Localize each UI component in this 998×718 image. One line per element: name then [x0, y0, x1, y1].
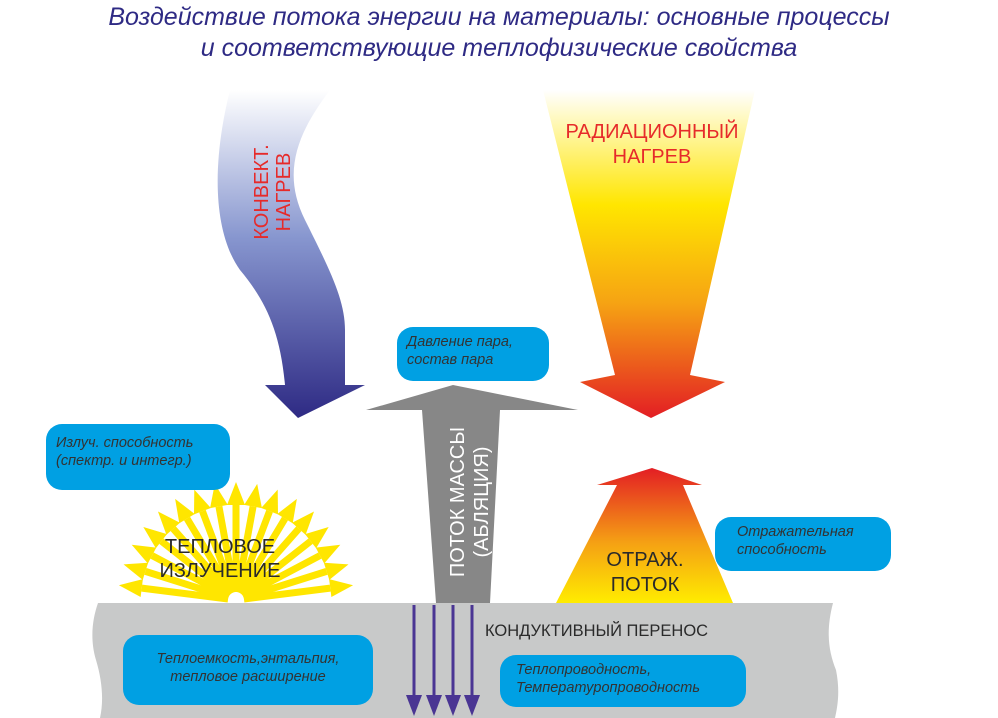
- reflectivity-line-1: Отражательная: [737, 524, 854, 540]
- radiation-ray: [233, 505, 257, 593]
- radiation-ray: [144, 568, 230, 601]
- reflected-flux-line-2: ПОТОК: [610, 574, 680, 596]
- radiation-ray-head: [194, 489, 211, 515]
- radiation-ray: [215, 505, 239, 593]
- conductivity-line-2: Температуропроводность: [516, 680, 700, 696]
- thermal-radiation-line-2: ИЗЛУЧЕНИЕ: [159, 560, 281, 582]
- radiation-ray: [150, 552, 231, 600]
- mass-flow-arrow: [366, 385, 578, 603]
- radiation-ray-head: [131, 544, 157, 564]
- convective-heating-arrow: [217, 90, 365, 418]
- vapor-properties-line-2: состав пара: [407, 352, 494, 368]
- radiation-ray-head: [227, 482, 245, 505]
- heat-capacity-line-1: Теплоемкость,энтальпия,: [156, 651, 340, 667]
- radiation-ray: [235, 509, 273, 594]
- diagram-title-line-1: Воздействие потока энергии на материалы:…: [108, 3, 890, 31]
- radiation-ray: [238, 526, 302, 597]
- radiation-ray-head: [277, 498, 297, 524]
- vapor-properties-bubble: Давление пара, состав пара: [397, 327, 549, 381]
- radiation-ray-head: [261, 489, 278, 515]
- radiative-heating-line-1: РАДИАЦИОННЫЙ: [565, 121, 739, 143]
- radiation-ray: [240, 538, 313, 598]
- mass-flow-line-2: (АБЛЯЦИЯ): [471, 446, 493, 558]
- radiation-ray: [141, 584, 229, 603]
- radiation-ray: [242, 568, 328, 601]
- heat-capacity-line-2: тепловое расширение: [170, 669, 326, 685]
- radiation-ray: [237, 516, 288, 595]
- vapor-properties-line-1: Давление пара,: [407, 334, 513, 350]
- emissivity-bubble: Излуч. способность (спектр. и интегр.): [46, 424, 230, 490]
- radiation-ray-head: [157, 511, 180, 535]
- conduction-arrow-head: [464, 695, 480, 716]
- reflected-flux-label: ОТРАЖ. ПОТОК: [585, 548, 705, 598]
- radiation-ray: [199, 509, 237, 594]
- conduction-arrows: [406, 605, 480, 716]
- radiation-ray-head: [175, 498, 195, 524]
- radiation-ray: [243, 584, 331, 603]
- convective-heating-label: КОНВЕКТ. НАГРЕВ: [251, 132, 295, 252]
- radiation-ray: [170, 526, 234, 597]
- conduction-arrow-head: [445, 695, 461, 716]
- conductivity-line-1: Теплопроводность,: [516, 662, 652, 678]
- heat-capacity-bubble: Теплоемкость,энтальпия, тепловое расшире…: [123, 635, 373, 705]
- conduction-arrow-head: [406, 695, 422, 716]
- radiation-ray-head: [329, 579, 354, 598]
- convective-heating-line-1: КОНВЕКТ.: [251, 144, 273, 240]
- reflected-flux-line-1: ОТРАЖ.: [606, 549, 684, 571]
- radiation-ray-head: [305, 526, 329, 549]
- thermal-radiation-fan: [118, 482, 354, 603]
- radiation-ray-head: [143, 526, 167, 549]
- reflectivity-bubble: Отражательная способность: [715, 517, 891, 571]
- reflectivity-line-2: способность: [737, 542, 827, 558]
- mass-flow-line-1: ПОТОК МАССЫ: [447, 426, 469, 578]
- emissivity-line-2: (спектр. и интегр.): [56, 453, 192, 469]
- conductive-transfer-label: КОНДУКТИВНЫЙ ПЕРЕНОС: [485, 622, 709, 640]
- reflected-flux-arrow: [556, 468, 733, 603]
- thermal-radiation-label: ТЕПЛОВОЕ ИЗЛУЧЕНИЕ: [130, 535, 310, 583]
- conductivity-bubble: Теплопроводность, Температуропроводность: [500, 655, 746, 707]
- radiation-ray-head: [323, 562, 349, 580]
- radiation-ray-head: [292, 511, 315, 535]
- radiative-heating-line-2: НАГРЕВ: [612, 146, 692, 168]
- conduction-arrow-head: [426, 695, 442, 716]
- radiation-ray: [241, 552, 322, 600]
- radiative-heating-arrow: [543, 90, 755, 418]
- radiation-ray-head: [315, 544, 341, 564]
- radiation-ray-head: [118, 579, 143, 598]
- mass-flow-label: ПОТОК МАССЫ (АБЛЯЦИЯ): [446, 422, 494, 582]
- radiation-ray-head: [123, 562, 149, 580]
- radiation-ray: [184, 516, 235, 595]
- radiation-ray: [159, 538, 232, 598]
- emissivity-line-1: Излуч. способность: [56, 435, 194, 451]
- thermal-radiation-line-1: ТЕПЛОВОЕ: [164, 536, 276, 558]
- radiation-ray-head: [244, 483, 262, 509]
- radiative-heating-label: РАДИАЦИОННЫЙ НАГРЕВ: [548, 120, 756, 170]
- convective-heating-line-2: НАГРЕВ: [273, 152, 295, 232]
- diagram-title-line-2: и соответствующие теплофизические свойст…: [200, 34, 798, 62]
